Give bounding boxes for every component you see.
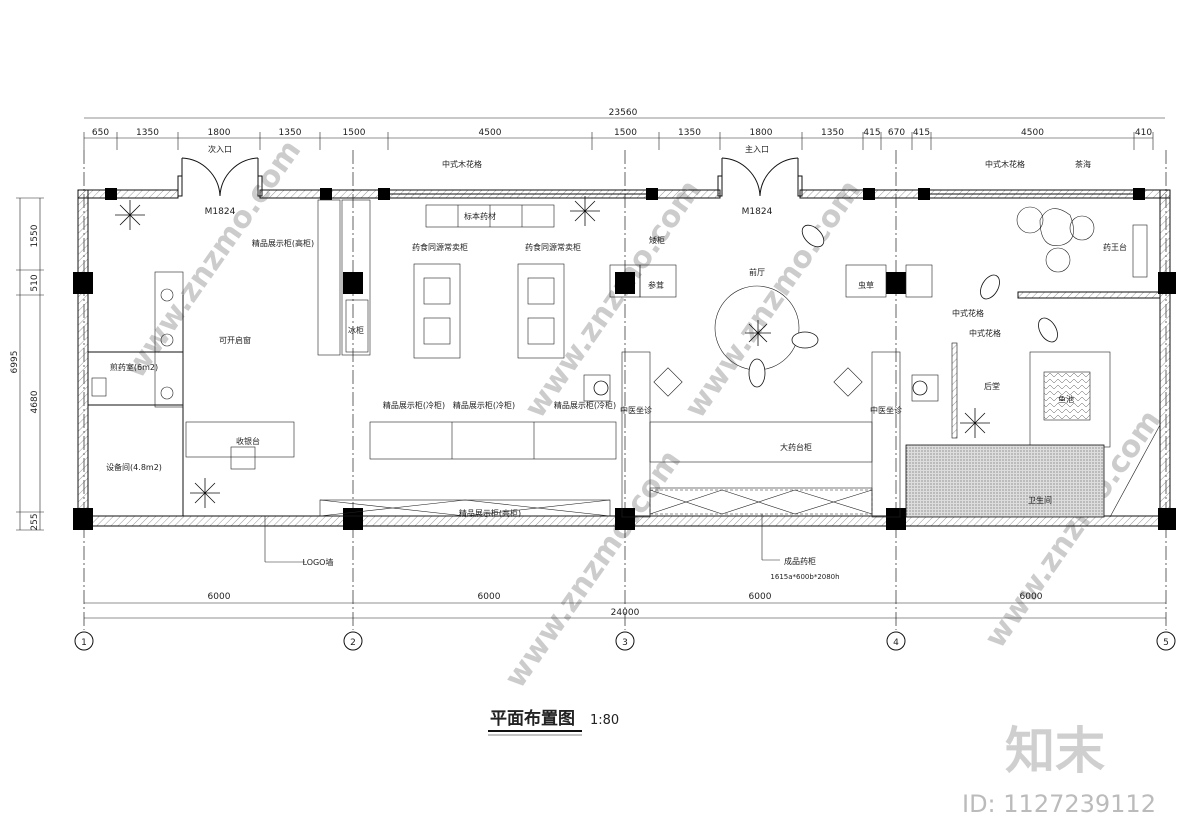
svg-text:参茸: 参茸 [648,280,664,290]
svg-text:23560: 23560 [609,108,638,118]
furniture [91,199,1161,518]
person-figures [593,224,1058,396]
svg-text:精品展示柜(高柜): 精品展示柜(高柜) [252,238,314,248]
svg-text:大药台柜: 大药台柜 [780,442,812,452]
plant-icons [115,196,990,508]
svg-text:510: 510 [30,274,40,291]
svg-text:收银台: 收银台 [236,436,260,446]
top-dimension-label: 4500 [479,128,502,138]
top-dimension-label: 415 [863,128,880,138]
svg-text:平面布置图: 平面布置图 [490,708,575,729]
svg-text:www.znzmo.com: www.znzmo.com [118,134,308,385]
svg-text:1:80: 1:80 [590,713,619,728]
svg-text:中式花格: 中式花格 [952,308,984,318]
svg-text:茶海: 茶海 [1075,159,1091,169]
svg-text:www.znzmo.com: www.znzmo.com [978,404,1168,655]
svg-text:矮柜: 矮柜 [649,235,665,245]
svg-text:M1824: M1824 [205,207,236,217]
svg-text:1550: 1550 [30,224,40,247]
bottom-dimensions: 6000 6000 6000 6000 24000 [84,592,1166,619]
svg-text:24000: 24000 [611,608,640,618]
top-dimension-label: 410 [1135,128,1152,138]
svg-text:中式花格: 中式花格 [969,328,1001,338]
svg-text:5: 5 [1163,638,1169,648]
svg-text:煎药室(6m2): 煎药室(6m2) [110,362,158,372]
svg-text:设备间(4.8m2): 设备间(4.8m2) [106,462,162,472]
svg-text:255: 255 [30,513,40,530]
door-secondary-entrance[interactable]: 次入口 M1824 [181,144,259,217]
svg-text:药食同源常卖柜: 药食同源常卖柜 [412,242,468,252]
svg-text:1: 1 [81,638,87,648]
svg-text:鱼池: 鱼池 [1058,394,1074,404]
left-dimensions: 6995 1550 510 4680 255 [10,197,44,531]
svg-text:成品药柜: 成品药柜 [784,556,816,566]
room-labels: 中式木花格 标本药材 精品展示柜(高柜) 药食同源常卖柜 药食同源常卖柜 矮柜 … [106,159,1127,581]
top-dimension-label: 1500 [343,128,366,138]
top-dimension-label: 4500 [1021,128,1044,138]
svg-text:药食同源常卖柜: 药食同源常卖柜 [525,242,581,252]
svg-text:6000: 6000 [749,592,772,602]
svg-text:1615a*600b*2080h: 1615a*600b*2080h [770,573,839,581]
svg-text:精品展示柜(冷柜): 精品展示柜(冷柜) [554,400,616,410]
svg-text:LOGO墙: LOGO墙 [303,557,334,567]
svg-text:中医坐诊: 中医坐诊 [870,405,902,415]
svg-text:6000: 6000 [208,592,231,602]
door-main-entrance[interactable]: 主入口 M1824 [721,144,799,217]
top-dimensions: 23560 650 1350 1800 1350 1500 4500 1500 1350 180… [83,108,1165,150]
svg-text:4680: 4680 [30,390,40,413]
drawing-title: 平面布置图 1:80 [488,708,619,736]
svg-text:www.znzmo.com: www.znzmo.com [518,174,708,425]
svg-text:知末: 知末 [1005,722,1105,780]
top-dimension-label: 1350 [821,128,844,138]
svg-text:中医坐诊: 中医坐诊 [620,405,652,415]
svg-text:冰柜: 冰柜 [348,325,364,335]
top-dimension-label: 1800 [750,128,773,138]
top-dimension-label: 1800 [208,128,231,138]
svg-text:6995: 6995 [10,351,20,374]
svg-text:www.znzmo.com: www.znzmo.com [498,444,688,695]
svg-text:2: 2 [350,638,356,648]
top-dimension-label: 670 [888,128,905,138]
svg-text:药王台: 药王台 [1103,242,1127,252]
watermark-logo: 知末 ID: 1127239112 [962,722,1156,818]
svg-text:ID: 1127239112: ID: 1127239112 [962,790,1156,818]
svg-text:6000: 6000 [1020,592,1043,602]
svg-text:4: 4 [893,638,899,648]
svg-text:www.znzmo.com: www.znzmo.com [678,174,868,425]
svg-text:精品展示柜(高柜): 精品展示柜(高柜) [459,508,521,518]
top-dimension-label: 1500 [614,128,637,138]
svg-text:虫草: 虫草 [858,280,874,290]
svg-text:标本药材: 标本药材 [464,211,496,221]
svg-text:主入口: 主入口 [745,144,769,154]
svg-text:中式木花格: 中式木花格 [985,159,1025,169]
svg-text:M1824: M1824 [742,207,773,217]
svg-text:6000: 6000 [478,592,501,602]
top-dimension-label: 1350 [136,128,159,138]
columns [73,188,1176,530]
top-dimension-label: 1350 [678,128,701,138]
axis-bubbles: 1 2 3 4 5 [74,631,1176,651]
display-island-2 [517,263,565,359]
top-dimension-label: 650 [92,128,109,138]
top-dimension-label: 415 [913,128,930,138]
svg-text:精品展示柜(冷柜): 精品展示柜(冷柜) [453,400,515,410]
svg-text:卫生间: 卫生间 [1028,495,1052,505]
svg-text:前厅: 前厅 [749,267,765,277]
display-island-1 [413,263,461,359]
svg-text:次入口: 次入口 [208,144,232,154]
svg-text:后堂: 后堂 [984,381,1000,391]
svg-text:中式木花格: 中式木花格 [442,159,482,169]
top-dimension-label: 1350 [279,128,302,138]
svg-text:3: 3 [622,638,628,648]
svg-text:精品展示柜(冷柜): 精品展示柜(冷柜) [383,400,445,410]
svg-text:可开启窗: 可开启窗 [219,335,251,345]
